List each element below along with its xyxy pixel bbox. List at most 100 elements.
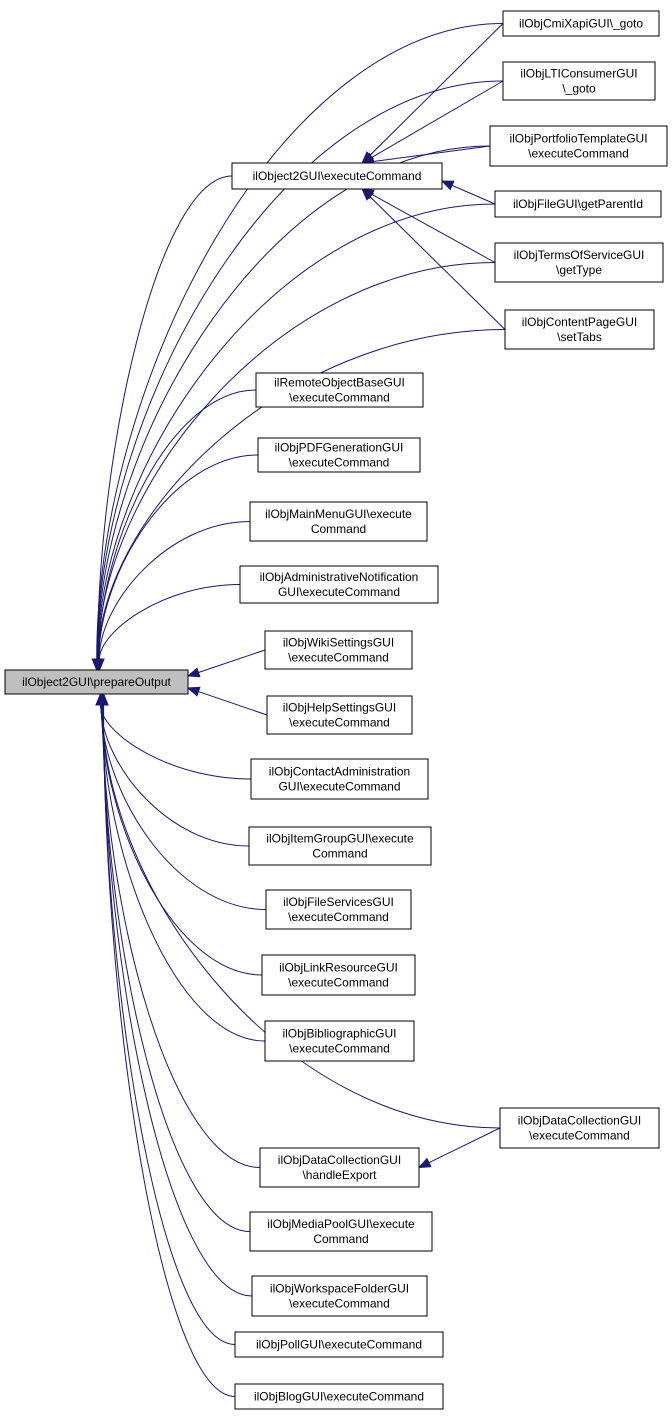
node-contact[interactable]: ilObjContactAdministrationGUI\executeCom… (250, 758, 429, 800)
edge-arrowhead (98, 692, 109, 706)
edge-arrowhead (440, 180, 455, 191)
node-label-line: ilObjFileGUI\getParentId (513, 197, 643, 211)
edge-workspace-to-root (97, 692, 253, 1297)
edge-line (99, 584, 241, 660)
node-root[interactable]: ilObject2GUI\prepareOutput (4, 669, 189, 695)
node-box (231, 162, 443, 190)
node-label-line: \setTabs (557, 330, 602, 344)
node-box (259, 1147, 420, 1188)
edge-line (100, 704, 263, 976)
edge-itemgroup-to-root (95, 692, 250, 847)
node-label-line: ilObjContactAdministration (269, 765, 410, 779)
edge-help-to-root (186, 686, 268, 716)
node-label-line: \executeCommand (289, 1042, 390, 1056)
edge-arrowhead (94, 658, 105, 672)
node-help[interactable]: ilObjHelpSettingsGUI\executeCommand (266, 695, 413, 735)
node-label-line: ilObject2GUI\executeCommand (253, 169, 422, 183)
edge-line (428, 1127, 501, 1164)
edge-wiki-to-root (186, 649, 266, 678)
node-label-line: ilObjWorkspaceFolderGUI (270, 1282, 409, 1296)
node-mediapool[interactable]: ilObjMediaPoolGUI\executeCommand (249, 1211, 433, 1252)
node-remote[interactable]: ilRemoteObjectBaseGUI\executeCommand (255, 372, 424, 408)
node-box (234, 1331, 444, 1358)
node-content[interactable]: ilObjContentPageGUI\setTabs (504, 309, 655, 350)
node-lti[interactable]: ilObjLTIConsumerGUI\_goto (502, 61, 656, 101)
node-box (250, 758, 429, 800)
node-box (499, 1107, 660, 1149)
node-label-line: ilObjLTIConsumerGUI (520, 67, 637, 81)
edge-datacoll_exp-to-root (97, 692, 261, 1168)
edge-line (371, 80, 504, 158)
node-box (239, 565, 439, 604)
edge-line (102, 704, 236, 1345)
node-label-line: GUI\executeCommand (278, 780, 400, 794)
edge-datacoll_exec-to-datacoll_exp (417, 1127, 501, 1169)
node-label-line: \getType (556, 263, 602, 277)
edge-poll-to-root (98, 692, 236, 1345)
node-fileservices[interactable]: ilObjFileServicesGUI\executeCommand (265, 889, 412, 930)
node-label-line: \handleExport (302, 1168, 377, 1182)
edge-line (98, 389, 257, 660)
node-label-line: Command (313, 1232, 368, 1246)
node-label-line: ilObjAdministrativeNotification (260, 570, 419, 584)
node-link[interactable]: ilObjLinkResourceGUI\executeCommand (261, 954, 416, 996)
edge-arrowhead (186, 667, 201, 678)
node-label-line: ilObjContentPageGUI (522, 315, 637, 329)
node-blog[interactable]: ilObjBlogGUI\executeCommand (234, 1383, 444, 1410)
node-box (502, 61, 656, 101)
edge-line (369, 196, 506, 330)
node-label-line: ilObjItemGroupGUI\execute (266, 832, 414, 846)
node-label-line: \executeCommand (288, 651, 389, 665)
node-datacoll_exp[interactable]: ilObjDataCollectionGUI\handleExport (259, 1147, 420, 1188)
node-box (251, 1275, 428, 1317)
node-label-line: ilObjMediaPoolGUI\execute (267, 1217, 415, 1231)
node-label-line: \executeCommand (289, 391, 390, 405)
edges-layer (91, 23, 506, 1397)
edge-arrowhead (417, 1157, 432, 1169)
edge-link-to-root (96, 692, 263, 976)
node-box (502, 10, 660, 37)
node-box (248, 826, 432, 866)
node-label-line: ilObjPortfolioTemplateGUI (509, 132, 647, 146)
node-label-line: \executeCommand (288, 910, 389, 924)
node-cmi[interactable]: ilObjCmiXapiGUI\_goto (502, 10, 660, 37)
node-poll[interactable]: ilObjPollGUI\executeCommand (234, 1331, 444, 1358)
edge-line (102, 704, 251, 1232)
node-box (265, 889, 412, 930)
edge-line (97, 329, 506, 660)
node-file[interactable]: ilObjFileGUI\getParentId (494, 190, 662, 218)
edge-line (369, 23, 504, 156)
node-pdf[interactable]: ilObjPDFGenerationGUI\executeCommand (257, 437, 421, 473)
edge-line (101, 704, 501, 1129)
node-box (234, 1383, 444, 1410)
node-workspace[interactable]: ilObjWorkspaceFolderGUI\executeCommand (251, 1275, 428, 1317)
node-itemgroup[interactable]: ilObjItemGroupGUI\executeCommand (248, 826, 432, 866)
node-wiki[interactable]: ilObjWikiSettingsGUI\executeCommand (264, 630, 413, 670)
node-label-line: ilObjFileServicesGUI (283, 895, 394, 909)
node-label-line: \executeCommand (289, 1297, 390, 1311)
node-label-line: ilObjDataCollectionGUI (518, 1114, 641, 1128)
edge-line (97, 262, 496, 660)
node-adminnotif[interactable]: ilObjAdministrativeNotificationGUI\execu… (239, 565, 439, 604)
edge-line (99, 704, 252, 780)
node-box (4, 669, 189, 695)
node-box (266, 695, 413, 735)
edge-line (97, 203, 496, 660)
edge-biblio-to-root (96, 692, 266, 1042)
node-label-line: ilObjBibliographicGUI (282, 1027, 396, 1041)
node-terms[interactable]: ilObjTermsOfServiceGUI\getType (494, 242, 664, 283)
edge-arrowhead (361, 188, 375, 201)
edge-line (373, 145, 491, 163)
node-mainmenu[interactable]: ilObjMainMenuGUI\executeCommand (249, 501, 428, 542)
edge-terms-to-o2_exec (361, 188, 496, 263)
node-datacoll_exec[interactable]: ilObjDataCollectionGUI\executeCommand (499, 1107, 660, 1149)
edge-line (100, 704, 267, 910)
node-box (489, 125, 668, 167)
node-box (255, 372, 424, 408)
node-label-line: ilObjMainMenuGUI\execute (265, 507, 412, 521)
node-label-line: ilObjPollGUI\executeCommand (256, 1338, 422, 1352)
node-biblio[interactable]: ilObjBibliographicGUI\executeCommand (264, 1020, 415, 1062)
edge-content-to-o2_exec (361, 188, 506, 330)
node-portfolio[interactable]: ilObjPortfolioTemplateGUI\executeCommand (489, 125, 668, 167)
node-o2_exec[interactable]: ilObject2GUI\executeCommand (231, 162, 443, 190)
